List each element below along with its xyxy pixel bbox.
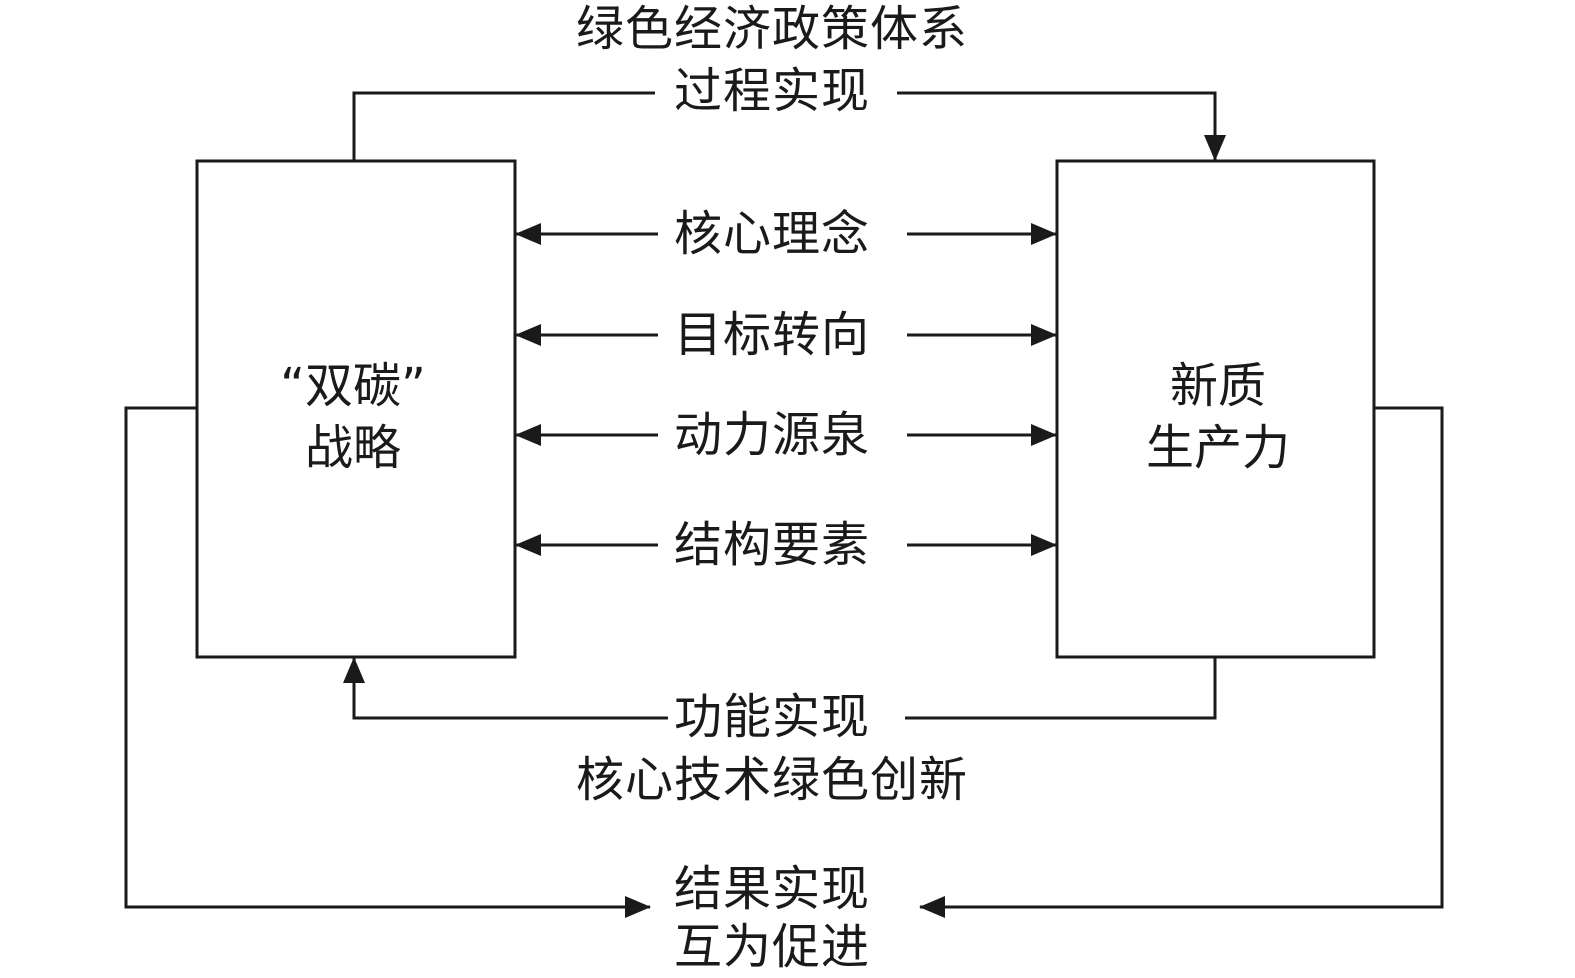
right-box-label-line2: 生产力 bbox=[1145, 420, 1291, 476]
left-box-label-line1: “双碳” bbox=[280, 358, 426, 414]
lower-connector-left-arrow bbox=[343, 657, 668, 720]
bottom-label-line2: 互为促进 bbox=[673, 919, 871, 975]
top-connector-right-arrow bbox=[897, 91, 1226, 161]
lower-label-line2: 核心技术绿色创新 bbox=[575, 752, 969, 808]
bottom-loop-right-arrow bbox=[919, 406, 1444, 918]
middle-label-structure: 结构要素 bbox=[673, 517, 871, 573]
top-connector-left bbox=[352, 91, 655, 161]
left-box-label-line2: 战略 bbox=[304, 420, 402, 476]
bottom-label-line1: 结果实现 bbox=[673, 861, 871, 917]
lower-label-line1: 功能实现 bbox=[673, 689, 871, 745]
middle-arrows bbox=[515, 223, 1057, 556]
top-label-line1: 绿色经济政策体系 bbox=[575, 1, 969, 57]
middle-label-core-concept: 核心理念 bbox=[673, 206, 871, 262]
lower-connector-right bbox=[905, 657, 1217, 720]
middle-label-power-source: 动力源泉 bbox=[673, 407, 871, 463]
top-label-line2: 过程实现 bbox=[673, 63, 871, 119]
middle-label-goal-shift: 目标转向 bbox=[673, 307, 871, 363]
bottom-loop-left-arrow bbox=[124, 406, 651, 918]
right-box-label-line1: 新质 bbox=[1169, 358, 1267, 414]
